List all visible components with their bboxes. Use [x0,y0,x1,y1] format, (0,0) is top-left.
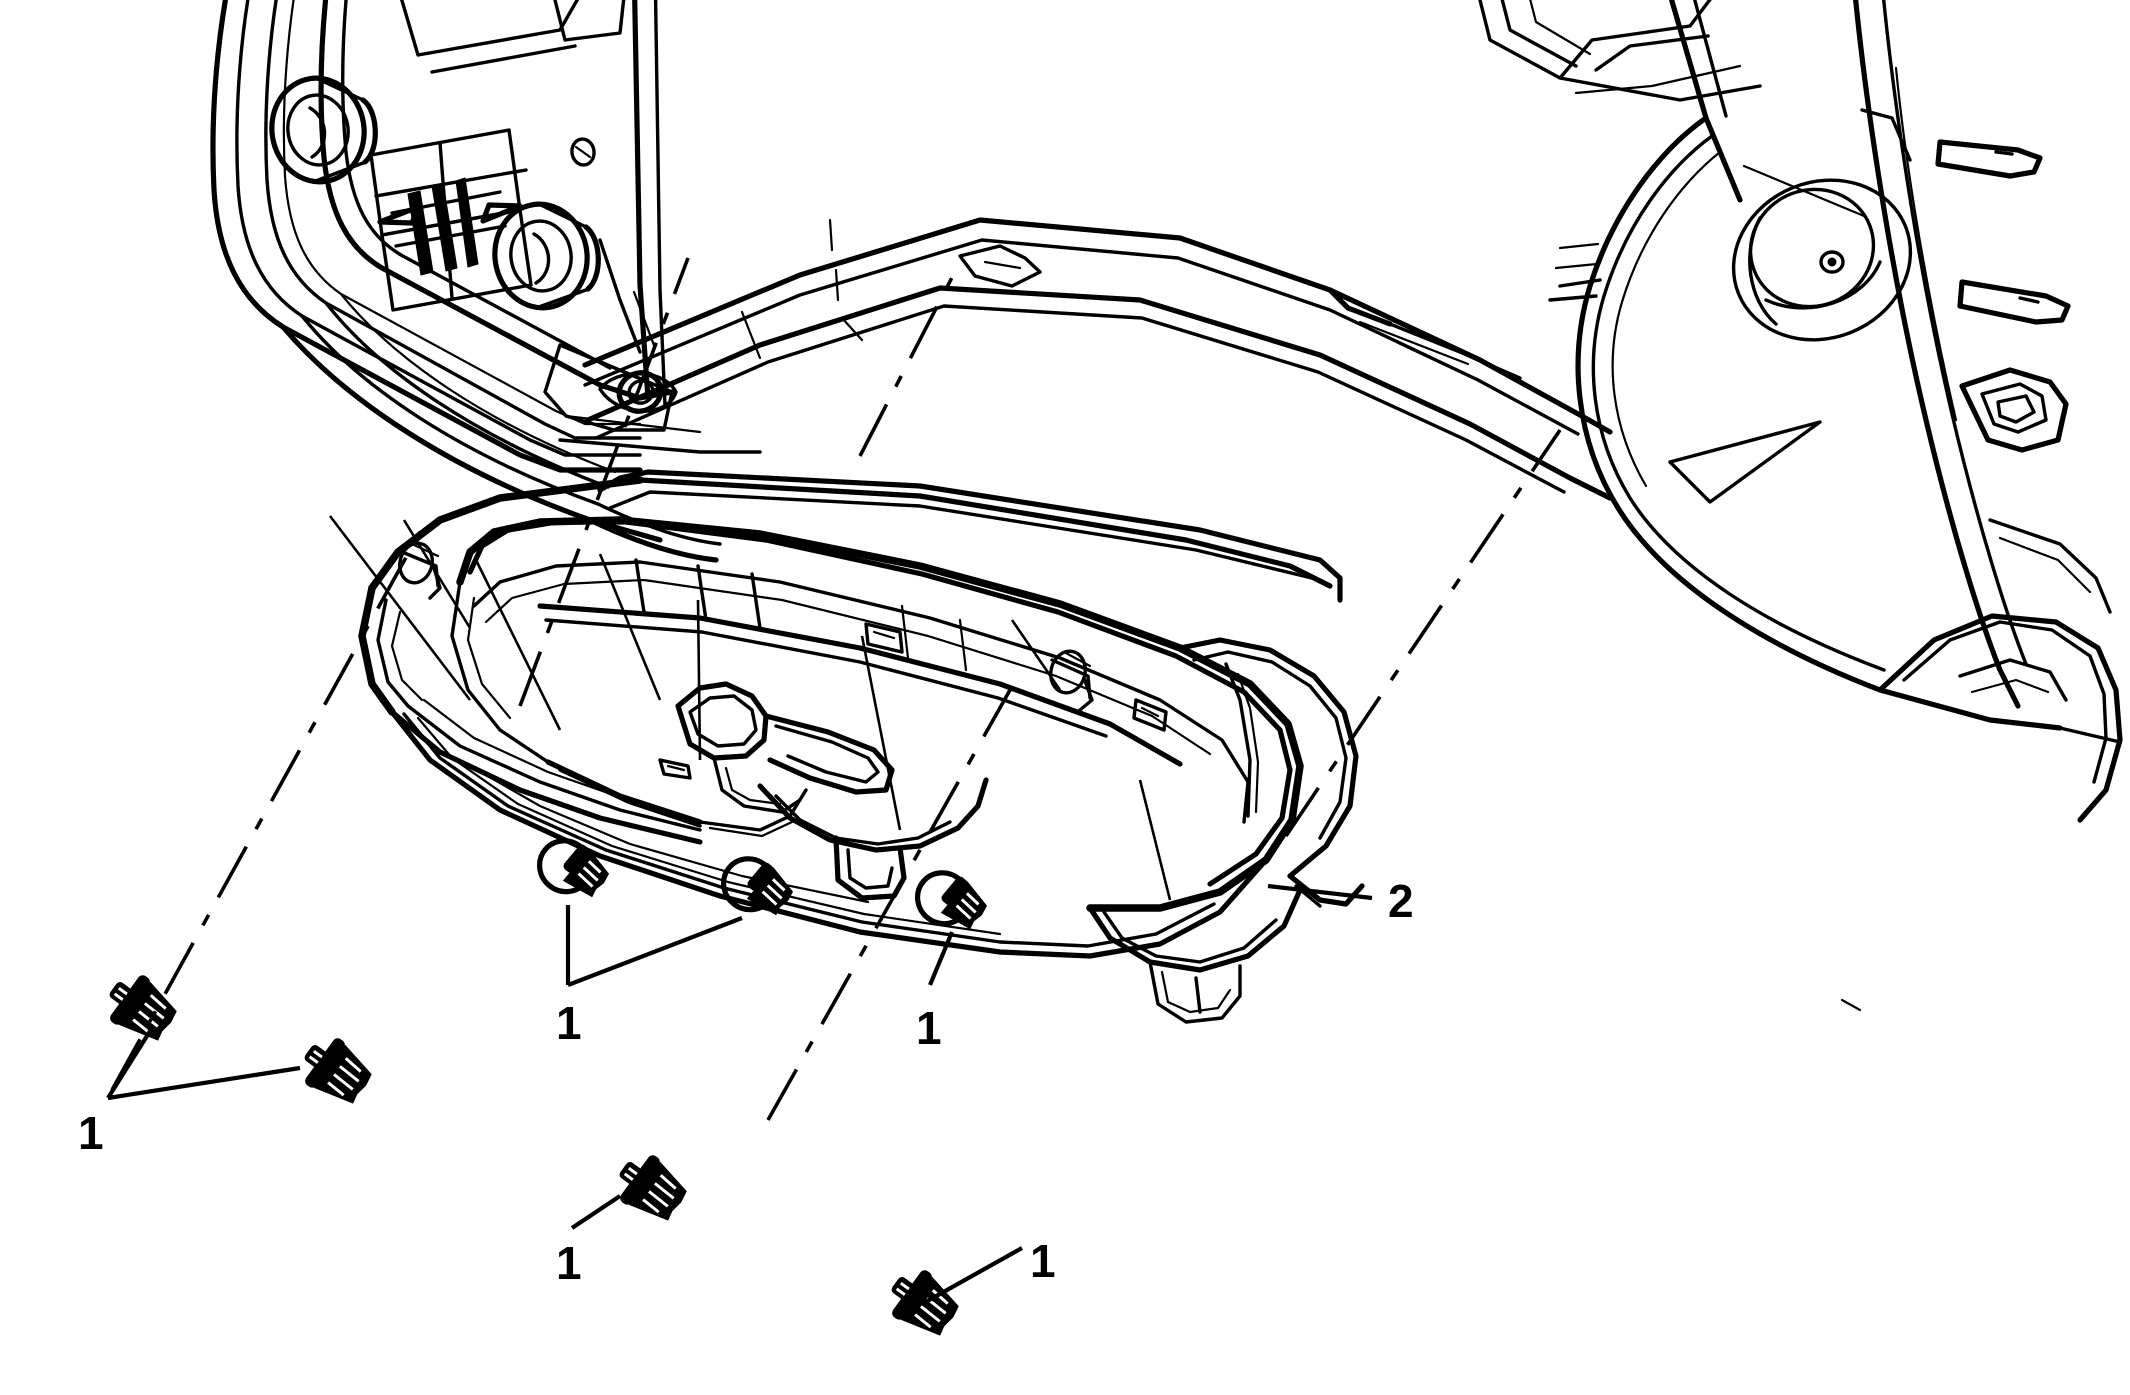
screw-fastener-3 [536,838,610,898]
callout-label-1-bottom-right: 1 [1030,1235,1056,1287]
callout-label-1-bottom-left: 1 [556,1237,582,1289]
callout-label-1-center: 1 [916,1002,942,1054]
screw-fastener-5 [914,870,988,930]
callout-label-2-right: 2 [1388,875,1414,927]
screw-fastener-2 [304,1038,372,1104]
screw-fastener-6 [619,1155,687,1221]
instrument-panel-carrier-beam [582,217,1613,501]
alignment-dash-lines [110,257,1562,1121]
lower-trim-panel-assembly [358,469,1365,1024]
a-pillar-and-windshield-corner [1478,0,2123,1012]
callout-label-1-left-center: 1 [556,997,582,1049]
screw-fastener-1 [109,975,177,1041]
screw-fastener-7 [891,1270,959,1336]
center-stack-faceplate [210,0,722,563]
callout-label-1-far-left: 1 [78,1107,104,1159]
screw-fastener-4 [720,856,794,916]
